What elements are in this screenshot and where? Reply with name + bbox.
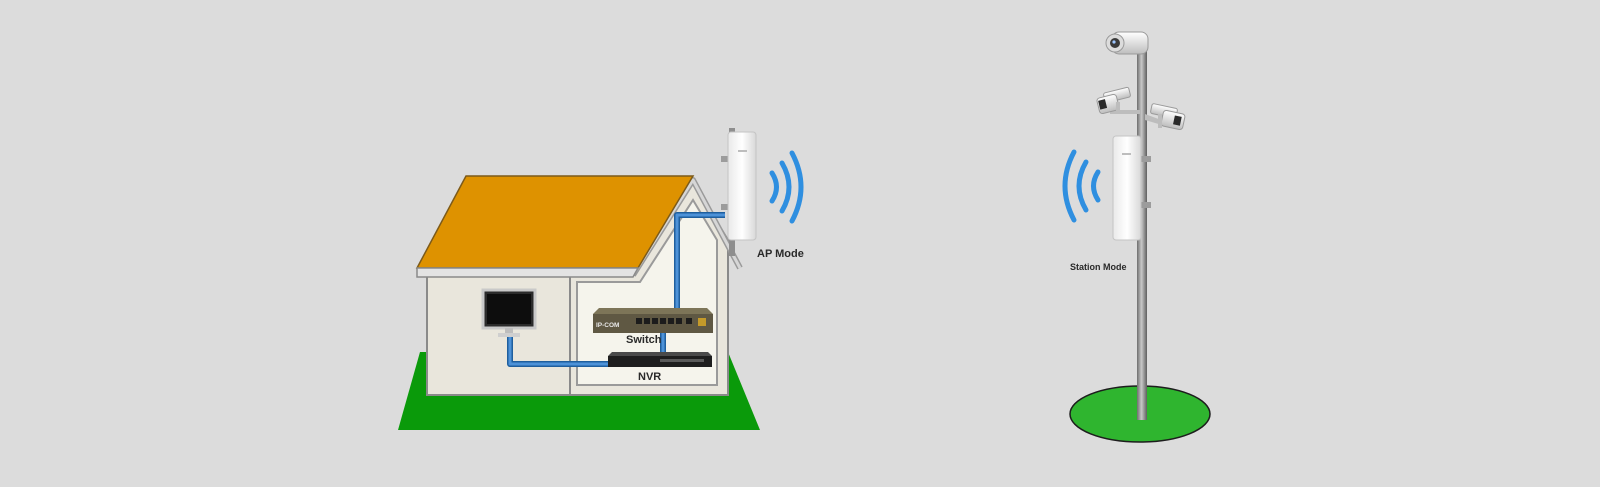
station-cpe-device	[1112, 135, 1151, 241]
left-camera-icon	[1096, 86, 1131, 115]
ap-mode-label: AP Mode	[757, 248, 804, 260]
station-mode-label: Station Mode	[1070, 262, 1127, 272]
house-interior	[576, 198, 718, 386]
pole-arm-left	[1110, 110, 1140, 114]
ap-wifi-waves-icon	[769, 150, 804, 224]
monitor	[481, 288, 537, 337]
pole-scene: Station Mode	[1062, 31, 1211, 443]
switch-label: Switch	[626, 334, 662, 346]
roof-eave	[416, 267, 640, 278]
pole	[1137, 48, 1147, 420]
nvr-label: NVR	[638, 371, 661, 383]
ap-cpe-device	[721, 131, 757, 241]
top-camera-icon	[1105, 31, 1149, 55]
station-wifi-waves-icon	[1062, 149, 1101, 223]
nvr-device	[608, 352, 712, 367]
switch-ports	[636, 318, 706, 326]
switch-brand-label: IP-COM	[596, 322, 619, 329]
right-camera-icon	[1150, 103, 1186, 131]
switch-device: IP-COM	[593, 308, 713, 333]
house-scene: IP-COM Switch NVR	[398, 128, 804, 430]
